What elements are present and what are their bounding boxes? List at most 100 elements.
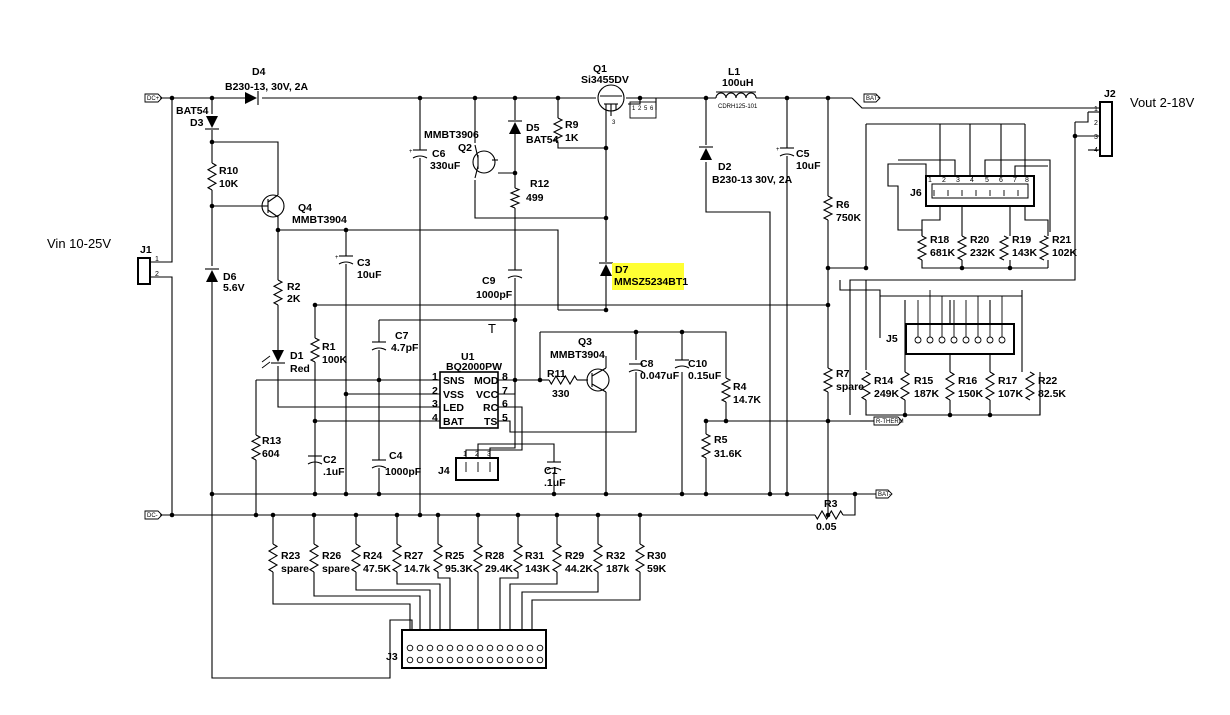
svg-text:B230-13, 30V, 2A: B230-13, 30V, 2A bbox=[225, 81, 309, 93]
svg-text:R18: R18 bbox=[930, 234, 949, 246]
svg-text:4: 4 bbox=[970, 177, 974, 184]
svg-text:C9: C9 bbox=[482, 275, 496, 287]
svg-text:D2: D2 bbox=[718, 161, 732, 173]
svg-text:0.047uF: 0.047uF bbox=[640, 370, 680, 382]
svg-text:681K: 681K bbox=[930, 247, 956, 259]
svg-text:BAT: BAT bbox=[443, 416, 464, 428]
svg-text:Q1: Q1 bbox=[593, 63, 607, 75]
capacitor-c7: C7 4.7pF bbox=[371, 330, 419, 354]
svg-text:R2: R2 bbox=[287, 281, 301, 293]
svg-text:2K: 2K bbox=[287, 293, 301, 305]
svg-text:R3: R3 bbox=[824, 498, 838, 510]
resistor-r24: R24 47.5K bbox=[350, 543, 391, 575]
svg-text:187k: 187k bbox=[606, 563, 630, 575]
resistor-r11: R11 330 bbox=[547, 368, 578, 400]
svg-text:L1: L1 bbox=[728, 66, 740, 78]
mosfet-q1: Q1 Si3455DV 1 2 5 6 3 bbox=[581, 63, 657, 126]
svg-text:Q3: Q3 bbox=[578, 336, 592, 348]
svg-text:1000pF: 1000pF bbox=[476, 289, 513, 301]
svg-text:R4: R4 bbox=[733, 381, 747, 393]
transistor-q3: Q3 MMBT3904 bbox=[550, 336, 610, 393]
resistor-r15: R15 187K bbox=[899, 371, 940, 401]
svg-text:R12: R12 bbox=[530, 178, 549, 190]
svg-text:SNS: SNS bbox=[443, 375, 465, 387]
diode-d5: D5 BAT54 bbox=[508, 120, 559, 146]
svg-text:Q2: Q2 bbox=[458, 142, 472, 154]
connector-j1: J1 1 2 bbox=[137, 244, 159, 285]
capacitor-c9: C9 1000pF bbox=[476, 269, 523, 301]
svg-text:C8: C8 bbox=[640, 358, 654, 370]
svg-text:47.5K: 47.5K bbox=[363, 563, 391, 575]
connector-j6: J6 1 2 3 4 5 6 7 8 bbox=[910, 175, 1035, 207]
svg-text:.1uF: .1uF bbox=[544, 477, 566, 489]
svg-text:R17: R17 bbox=[998, 375, 1017, 387]
svg-text:232K: 232K bbox=[970, 247, 996, 259]
svg-text:2: 2 bbox=[155, 271, 159, 278]
svg-text:7: 7 bbox=[502, 385, 508, 397]
svg-text:1K: 1K bbox=[565, 132, 579, 144]
svg-text:1: 1 bbox=[632, 106, 636, 112]
resistor-r4: R4 14.7K bbox=[720, 377, 761, 406]
svg-text:R10: R10 bbox=[219, 165, 238, 177]
svg-text:J5: J5 bbox=[886, 333, 898, 345]
resistor-r3: R3 0.05 bbox=[814, 498, 844, 533]
svg-text:D6: D6 bbox=[223, 271, 237, 283]
resistor-r28: R28 29.4K bbox=[472, 543, 513, 575]
t-node-label: T bbox=[488, 321, 496, 336]
svg-text:D3: D3 bbox=[190, 117, 204, 129]
svg-text:4: 4 bbox=[432, 412, 438, 424]
svg-text:3: 3 bbox=[487, 451, 491, 458]
svg-text:143K: 143K bbox=[525, 563, 551, 575]
svg-text:B230-13 30V, 2A: B230-13 30V, 2A bbox=[712, 174, 793, 186]
svg-text:102K: 102K bbox=[1052, 247, 1078, 259]
connector-j4: J4 1 2 3 bbox=[438, 451, 499, 481]
svg-text:4.7pF: 4.7pF bbox=[391, 342, 419, 354]
ic-u1: U1 BQ2000PW SNS VSS LED BAT MOD VCC RC T… bbox=[432, 351, 508, 429]
svg-text:2: 2 bbox=[475, 451, 479, 458]
svg-text:spare: spare bbox=[281, 563, 309, 575]
resistor-r13: R13 604 bbox=[250, 434, 281, 461]
svg-text:D7: D7 bbox=[615, 264, 629, 276]
svg-text:MOD: MOD bbox=[474, 375, 499, 387]
svg-text:330uF: 330uF bbox=[430, 160, 461, 172]
svg-text:C1: C1 bbox=[544, 465, 558, 477]
transistor-q2: Q2 MMBT3906 bbox=[424, 129, 496, 179]
svg-text:31.6K: 31.6K bbox=[714, 448, 742, 460]
svg-text:100uH: 100uH bbox=[722, 77, 754, 89]
resistor-r20: R20 232K bbox=[956, 234, 996, 261]
svg-text:MMSZ5234BT1: MMSZ5234BT1 bbox=[614, 276, 688, 288]
wires bbox=[150, 97, 1100, 679]
svg-text:R16: R16 bbox=[958, 375, 977, 387]
svg-text:2: 2 bbox=[942, 177, 946, 184]
svg-text:VCC: VCC bbox=[476, 389, 499, 401]
svg-text:1: 1 bbox=[155, 256, 159, 263]
svg-text:5: 5 bbox=[644, 106, 648, 112]
svg-text:R23: R23 bbox=[281, 550, 300, 562]
net-flag-bat-minus: BAT- bbox=[875, 489, 893, 499]
capacitor-c5: + C5 10uF bbox=[776, 147, 821, 172]
capacitor-c3: + C3 10uF bbox=[335, 255, 382, 281]
resistor-r27: R27 14.7k bbox=[391, 543, 430, 575]
svg-text:BAT+: BAT+ bbox=[866, 96, 881, 102]
svg-text:6: 6 bbox=[502, 398, 508, 410]
svg-text:+: + bbox=[409, 149, 413, 155]
capacitor-c2: C2 .1uF bbox=[307, 454, 345, 478]
resistor-r30: R30 59K bbox=[634, 543, 667, 575]
svg-text:DC-: DC- bbox=[147, 513, 158, 519]
svg-text:BAT54: BAT54 bbox=[176, 105, 209, 117]
svg-text:3: 3 bbox=[956, 177, 960, 184]
svg-text:R25: R25 bbox=[445, 550, 464, 562]
svg-text:330: 330 bbox=[552, 388, 570, 400]
connector-j3: J3 bbox=[386, 629, 547, 669]
svg-text:R11: R11 bbox=[547, 368, 566, 380]
resistor-r12: R12 499 bbox=[509, 178, 549, 209]
capacitor-c10: C10 0.15uF bbox=[674, 358, 722, 382]
svg-text:5: 5 bbox=[502, 412, 508, 424]
svg-text:R19: R19 bbox=[1012, 234, 1031, 246]
svg-text:R15: R15 bbox=[914, 375, 933, 387]
svg-text:Q4: Q4 bbox=[298, 202, 312, 214]
inductor-l1: L1 100uH CDRH125-101 bbox=[715, 66, 758, 110]
svg-text:3: 3 bbox=[1094, 134, 1098, 141]
resistor-r18: R18 681K bbox=[916, 234, 956, 261]
